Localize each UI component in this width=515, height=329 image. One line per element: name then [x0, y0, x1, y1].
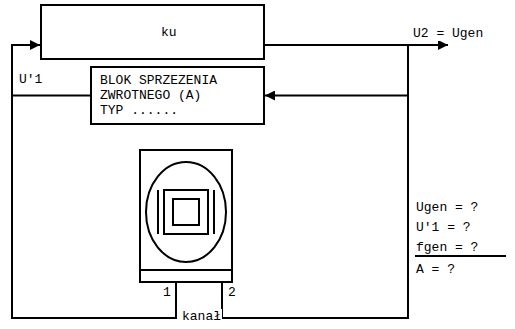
monitor-housing	[140, 150, 232, 282]
pin-number: 2	[227, 285, 237, 300]
channel-label: kanał	[181, 309, 222, 324]
question-label: U'1 = ?	[415, 220, 472, 235]
test-pattern-bar	[213, 190, 215, 234]
question-label: fgen = ?	[415, 240, 506, 257]
feedback-voltage-label: U'1	[18, 72, 43, 87]
output-wire	[408, 44, 448, 46]
block-title: BLOK SPRZEZENIA ZWROTNEGO (A)	[100, 73, 225, 103]
amplifier-box: ku	[40, 4, 265, 60]
test-pattern-outer	[164, 190, 208, 234]
pin-number: 1	[162, 285, 172, 300]
test-pattern-inner	[173, 199, 199, 225]
monitor-base	[140, 269, 232, 271]
feedback-block: BLOK SPRZEZENIA ZWROTNEGO (A)TYP ......	[90, 66, 265, 125]
test-pattern-bar	[157, 190, 159, 234]
block-type: TYP ......	[100, 103, 255, 118]
question-label: A = ?	[415, 262, 456, 277]
gain-symbol: ku	[161, 25, 177, 40]
monitor-screen	[146, 162, 226, 262]
output-voltage-label: U2 = Ugen	[412, 26, 484, 41]
signal-wire	[265, 45, 408, 96]
question-label: Ugen = ?	[415, 200, 479, 215]
